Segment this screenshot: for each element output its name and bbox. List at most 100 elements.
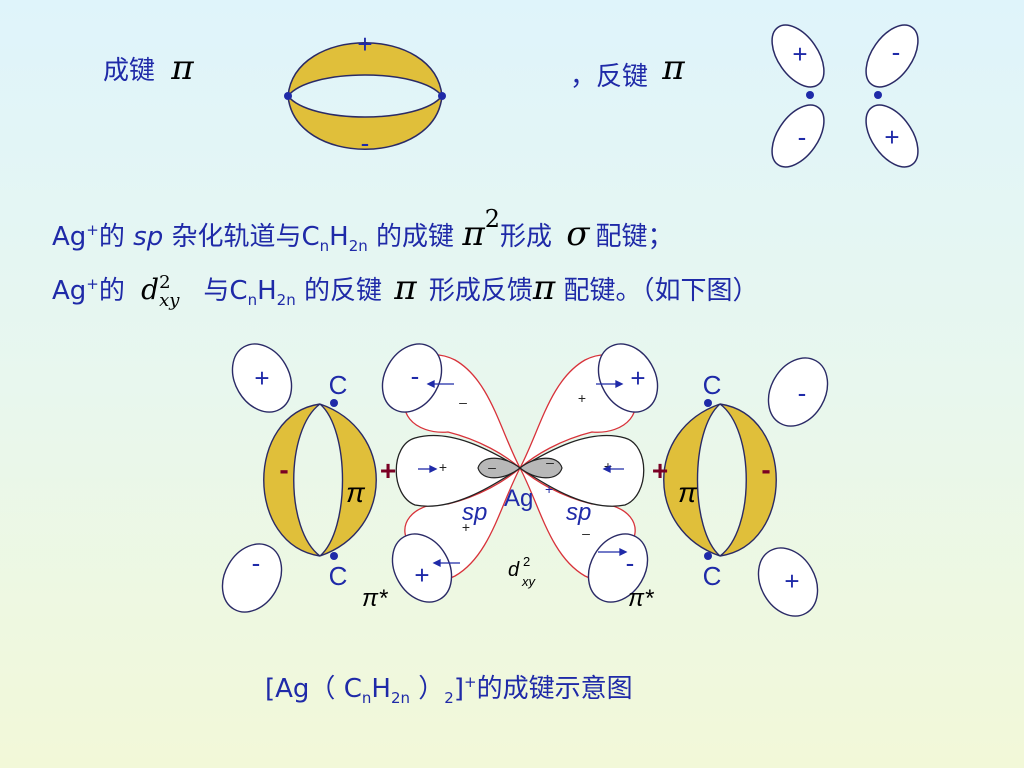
caption-subscript-n: n: [361, 689, 372, 707]
bonding-pi-label: 成键 π: [103, 48, 194, 88]
ag-symbol: Ag: [52, 222, 87, 252]
bonding-text: 的成键: [376, 222, 455, 252]
caption-subscript-2: 2: [444, 689, 454, 707]
caption-hydrogen: H: [371, 674, 391, 704]
pi-label-right: π: [678, 477, 698, 508]
pistar-sign-lower-outer-left: -: [252, 548, 261, 578]
ag-charge: +: [86, 221, 99, 239]
right-pistar-lobe-lower-outer: [757, 547, 819, 617]
carbon-label-upper-right: C: [703, 370, 722, 400]
antibonding-lobe-top-left: [771, 24, 825, 88]
pi-sign-right-inner: +: [652, 455, 668, 486]
back-donation-text: 形成反馈: [428, 276, 533, 306]
carbon-atom-lower-left: [330, 552, 338, 560]
hydrogen-symbol: H: [257, 276, 277, 306]
pi-symbol: π: [394, 268, 417, 308]
pistar-sign-upper-inner-left: -: [411, 361, 420, 391]
pi-label-left: π: [346, 477, 366, 508]
antibonding-sign-bottom-right: +: [884, 122, 899, 152]
dxy-sign-lower-right: –: [582, 525, 590, 541]
sp-label-right: sp: [566, 499, 591, 526]
sp-sign-right: +: [604, 458, 612, 474]
possessive-de: 的: [98, 222, 125, 252]
pistar-label-left: π*: [362, 585, 388, 612]
right-pistar-lobe-upper-outer: [767, 357, 829, 427]
arrow-right-inner-head: [602, 464, 611, 474]
ag-ion-label: Ag: [504, 485, 533, 512]
coordinate-bond-text: 配键；: [595, 222, 674, 252]
sp-label-left: sp: [462, 499, 487, 526]
antibonding-pi-label: ，反键 π: [570, 48, 685, 93]
antibonding-lobe-bottom-left: [771, 104, 825, 168]
antibonding-sign-top-left: +: [792, 39, 807, 69]
pistar-sign-upper-outer-right: -: [798, 378, 807, 408]
bonding-pi-orbital-diagram: + -: [284, 29, 446, 158]
pistar-sign-lower-inner-left: +: [414, 560, 429, 590]
caption-charge: +: [463, 673, 477, 691]
bonding-minus-sign: -: [361, 128, 370, 158]
pi-symbol: π: [462, 214, 485, 254]
bonding-plus-sign: +: [357, 29, 372, 59]
ag-symbol: Ag: [52, 276, 87, 306]
ag-charge: +: [86, 275, 99, 293]
pistar-sign-upper-outer-left: +: [254, 363, 269, 393]
antibonding-text: ，反键: [570, 62, 649, 92]
pi-symbol-2: π: [532, 268, 556, 308]
antibonding-atom-right: [874, 91, 882, 99]
d-orbital-symbol: d: [141, 273, 160, 306]
caption-subscript-2n: 2n: [390, 689, 410, 707]
left-pi-lobe-outer: [263, 403, 321, 557]
sp-orbital-right: [518, 434, 645, 507]
antibonding-pi-orbital-diagram: + - - +: [771, 24, 919, 168]
antibonding-lobe-top-right: [865, 24, 919, 88]
antibonding-pi-symbol: π: [662, 48, 685, 88]
dxy-sign-upper-left: –: [459, 394, 467, 410]
pi-sign-left-outer: -: [279, 454, 288, 485]
dxy-label-sub: xy: [521, 574, 537, 589]
left-pi-lobe-inner: [319, 403, 377, 557]
carbon-label-lower-right: C: [703, 561, 722, 591]
arrow-lower-right-head: [619, 547, 628, 557]
bonding-atom-right: [438, 92, 446, 100]
dxy-label-d: d: [508, 559, 520, 581]
hydrogen-symbol: H: [329, 222, 349, 252]
antibonding-sign-top-right: -: [892, 37, 901, 67]
sp-small-lobe-left: [477, 457, 521, 479]
left-pistar-lobe-lower-inner: [391, 533, 453, 603]
antibonding-text: 的反键: [303, 276, 382, 306]
caption-bracket: ]: [453, 674, 464, 704]
pistar-sign-upper-inner-right: +: [630, 363, 645, 393]
subscript-2n: 2n: [276, 291, 296, 309]
caption-open: [Ag（ C: [265, 674, 362, 704]
subscript-2n: 2n: [348, 237, 368, 255]
sp-sign-left: +: [439, 459, 447, 475]
diagram-caption: [Ag（ CnH2n ）2]+的成键示意图: [265, 668, 633, 707]
d-orbital-subscript: xy: [159, 289, 180, 311]
dxy-sign-lower-left: +: [462, 519, 470, 535]
pi-sign-right-outer: -: [761, 454, 770, 485]
bonding-atom-left: [284, 92, 292, 100]
coordinate-bond-text: 配键。（如下图）: [563, 276, 759, 306]
arrow-left-inner-head: [429, 464, 438, 474]
sp-small-lobe-right: [519, 457, 563, 479]
form-text: 形成: [499, 222, 552, 252]
bonding-text: 成键: [103, 56, 156, 86]
pistar-label-right: π*: [628, 585, 654, 612]
d-orbital-superscript: 2: [159, 271, 171, 293]
bonding-lower-lobe: [286, 93, 444, 150]
carbon-label-lower-left: C: [329, 561, 348, 591]
antibonding-sign-bottom-left: -: [798, 122, 807, 152]
pi-sign-left-inner: +: [380, 455, 396, 486]
subscript-n: n: [247, 291, 258, 309]
carbon-atom-lower-right: [704, 552, 712, 560]
arrow-upper-right-head: [615, 379, 624, 389]
sp-label: sp: [133, 222, 164, 252]
possessive-de: 的: [98, 276, 125, 306]
caption-close-paren: ）: [418, 674, 445, 704]
right-pistar-lobe-lower-inner: [587, 533, 649, 603]
left-pistar-lobe-upper-inner: [381, 343, 443, 413]
ag-alkene-bonding-diagram: C C C C + - - + + - - + - + + - – + + + …: [221, 343, 829, 617]
